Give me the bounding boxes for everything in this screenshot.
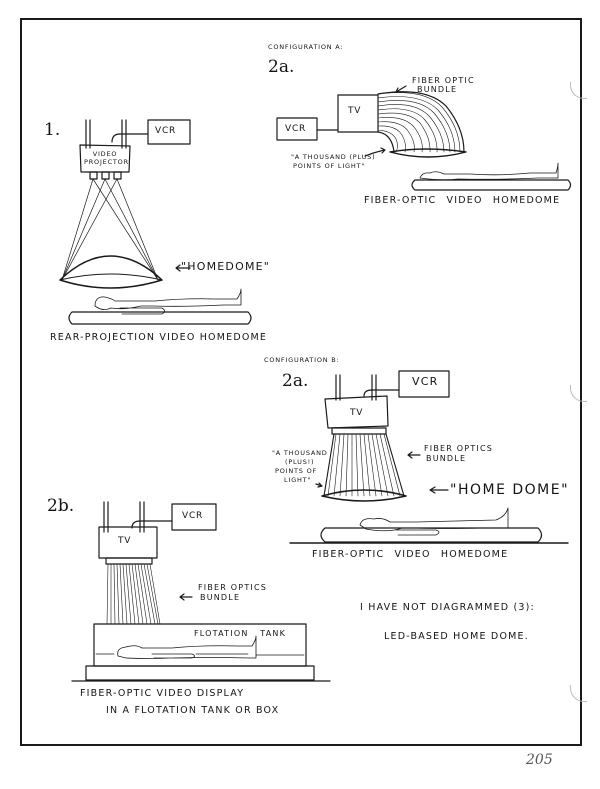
projection-rays [61,178,159,281]
arrow [395,85,407,93]
bed [411,179,572,191]
support-strut [335,374,341,401]
config-b-points-label-line1: "A Thousand [272,449,328,457]
diagram-2b-tv-label: TV [118,536,132,546]
diagram-1-rear-projection [59,119,252,325]
vcr-box [276,117,318,141]
config-a-points-label-line2: points of light" [293,162,366,170]
dome-base [389,148,467,158]
page-border [20,18,582,746]
fiber-optic-bundle [377,92,461,153]
arrow [179,593,193,601]
diagram-2b-bundle-label-line2: bundle [200,593,241,602]
config-b-tv-label: TV [350,408,364,418]
config-a-heading: Configuration A: [268,43,344,51]
fiber-optic-bundle [327,433,401,497]
diagram-1-caption: Rear-projection video homedome [50,332,268,343]
arrow [407,451,421,459]
projector-lens [89,171,98,180]
config-b-number: 2a. [282,371,309,391]
diagram-config-b [289,370,569,544]
config-b-points-label-line2: (plus!) [285,458,315,466]
cable [111,133,149,143]
diagram-2b-bundle-label-line1: Fiber optics [198,583,268,592]
diagram-2b-caption-line1: Fiber-optic video display [80,688,245,699]
tv-box [337,94,379,133]
bed [68,311,252,325]
bundle-outline [377,91,465,153]
note-line2: LED-based home dome. [384,631,529,642]
diagram-2b-vcr-label: VCR [182,511,204,521]
bundle-outline [323,433,405,497]
dome-base [321,489,407,502]
arrow [315,482,323,488]
person-figure [117,635,257,659]
person-figure [419,162,559,181]
tv-base [331,427,387,435]
config-b-bundle-label-line1: Fiber optics [424,444,494,453]
person-figure [94,288,242,315]
person-figure [359,507,509,536]
homedome-shape [59,255,163,289]
tank-base [85,665,315,681]
config-a-caption: Fiber-optic Video Homedome [364,195,561,206]
vcr-box [398,370,450,398]
note-line1: I have not diagrammed (3): [360,602,535,613]
diagram-1-projector-label-line2: Projector [84,158,129,166]
config-a-bundle-label-line2: bundle [417,85,458,94]
config-a-points-label-line1: "A Thousand (plus) [291,153,376,161]
vcr-box [171,503,217,531]
cable [363,389,400,397]
diagram-2b-caption-line2: in a flotation tank or box [106,705,280,716]
bed [320,527,543,543]
arrow [364,147,386,157]
diagram-2b-flotation-tank [71,501,331,682]
diagram-1-dome-label: "Homedome" [181,260,271,273]
tv-box [324,395,389,429]
config-a-tv-label: TV [348,106,362,116]
support-strut [371,374,377,401]
support-strut [85,119,91,149]
config-b-bundle-label-line2: bundle [426,454,467,463]
config-a-vcr-label: VCR [285,124,307,134]
diagram-1-vcr-label: VCR [155,126,177,136]
config-a-number: 2a. [268,57,295,77]
fiber-optic-bundle [106,563,161,625]
arrow [175,264,191,272]
config-b-points-label-line4: light" [284,476,312,484]
config-b-points-label-line3: points of [275,467,318,475]
config-b-caption: Fiber-optic Video Homedome [312,549,509,560]
diagram-1-projector-label-line1: Video [92,150,118,158]
config-b-dome-label: "Home Dome" [450,482,570,498]
diagram-2b-tank-label: Flotation Tank [194,629,287,638]
diagram-2b-number: 2b. [47,496,75,516]
diagram-config-a [276,85,572,191]
tv-base [105,557,153,565]
config-b-heading: Configuration B: [264,356,340,364]
video-projector-box [79,144,131,173]
projector-lens [101,171,110,180]
water-line [95,653,305,656]
config-b-vcr-label: VCR [412,375,439,388]
projector-lens [113,171,122,180]
config-a-bundle-label-line1: Fiber optic [412,76,475,85]
page-number: 205 [526,752,553,768]
diagram-1-number: 1. [44,120,61,140]
arrow [429,486,449,494]
vcr-box [147,119,191,145]
